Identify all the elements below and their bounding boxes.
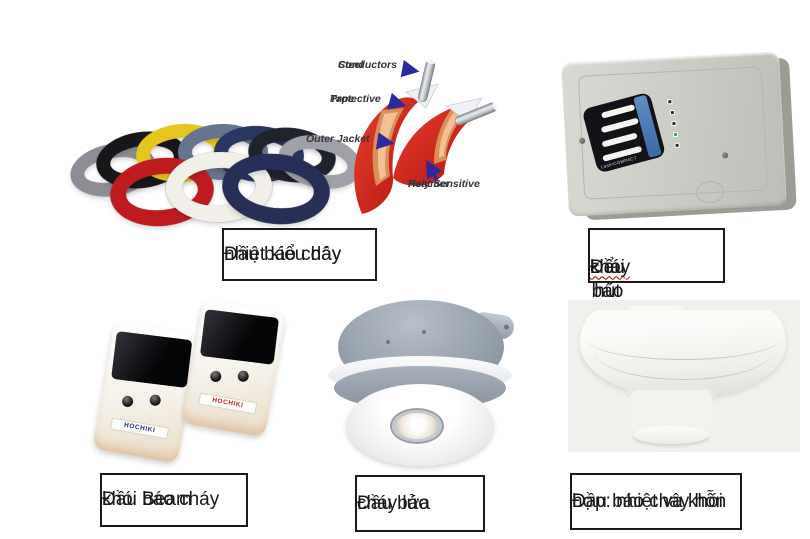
caption-line: khói Beam [102, 489, 192, 510]
callout-line: Polymer [408, 178, 450, 190]
indicator-label-strip [601, 132, 638, 148]
led-indicator [674, 142, 680, 148]
dome-screw [386, 340, 390, 344]
beam-detector-right: HOCHIKI [181, 298, 287, 438]
detector-body [580, 310, 786, 398]
caption-text-squiggle: khói [590, 256, 625, 278]
steel-conductor-rod [418, 60, 435, 102]
caption-text-squiggle: cháy [590, 256, 631, 278]
caption-heat-cable: Đầu báo cháy nhiệt kiểu dây [222, 228, 377, 281]
caption-flame: Đầu báo cháy lửa [355, 475, 485, 532]
caption-aspirating: Đầu báo cháy khói kiểu hút [588, 228, 725, 302]
aspirating-detector-photo: LaserCOMPACT [561, 51, 797, 221]
caption-text: kiểu hút [590, 256, 625, 302]
tab-screw [503, 324, 510, 330]
brand-label-left: HOCHIKI [109, 417, 170, 440]
beam-window [200, 308, 280, 364]
indicator-label-strip [600, 117, 639, 134]
caption-line: nhiệt kiểu dây [224, 243, 342, 265]
caption-line: Đầu báo [357, 492, 429, 514]
callout-line: Heat Sensitive [408, 178, 480, 190]
sensor-chamber [626, 384, 716, 444]
caption-line: Đầu báo cháy [102, 489, 220, 510]
caption-text: Đầu báo [590, 256, 625, 302]
caption-line: hợp: nhiệt và khói [572, 490, 723, 512]
emboss-circle [695, 180, 725, 204]
indicator-label-strip [600, 104, 636, 119]
flame-detector-photo [326, 300, 516, 468]
callout-line: Protective [330, 93, 381, 105]
led-indicator [671, 120, 677, 127]
caption-beam: Đầu báo cháy khói Beam [100, 473, 248, 527]
aspirating-box-front: LaserCOMPACT [561, 51, 787, 217]
callout-line: Conductors [338, 59, 397, 71]
beam-lens-hole [120, 394, 134, 408]
combo-detector-photo [568, 300, 800, 452]
led-indicator [669, 109, 676, 116]
callout-line: Steel [338, 59, 364, 71]
wire-coils-photo [66, 112, 367, 236]
housing-seam [593, 320, 773, 380]
beam-window [111, 330, 193, 388]
beam-lens-hole [236, 370, 250, 383]
flame-sensor-lens [396, 413, 438, 439]
led-indicator [667, 99, 673, 105]
dome-screw [422, 330, 426, 334]
steel-conductor-rod [455, 102, 498, 126]
callout-arrows [375, 59, 443, 181]
chamber-bottom-cap [633, 426, 709, 444]
caption-line: Đầu báo cháy [224, 243, 342, 265]
beam-detectors-photo: HOCHIKI HOCHIKI [92, 298, 287, 465]
caption-line: cháy lửa [357, 492, 430, 514]
beam-lens-hole [209, 370, 223, 384]
caption-combo: Đầu báo cháy hỗn hợp: nhiệt và khói [570, 473, 742, 530]
vent-grille [630, 390, 712, 430]
beam-detector-left: HOCHIKI [92, 320, 200, 464]
callout-line: Outer Jacket [306, 133, 370, 145]
callout-line: Tape [330, 93, 355, 105]
brand-label-right: HOCHIKI [198, 392, 257, 415]
led-indicator-green [672, 131, 679, 138]
heat-cable-diagram [354, 59, 498, 214]
beam-lens-hole [148, 394, 162, 407]
caption-line: Đầu báo cháy hỗn [572, 490, 727, 512]
